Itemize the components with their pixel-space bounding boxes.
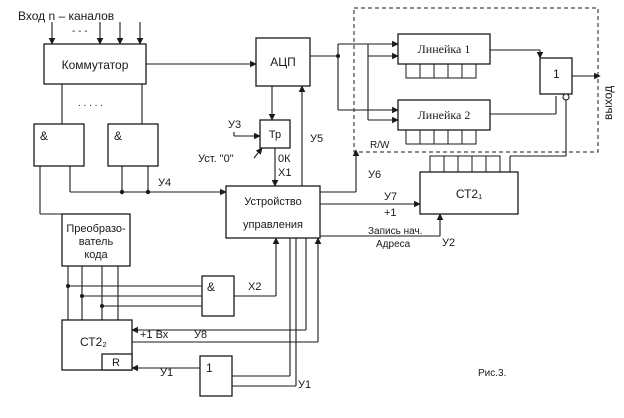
line-2-block: Линейка 2 bbox=[397, 99, 491, 131]
code-converter-block: Преобразо- ватель кода bbox=[61, 213, 131, 267]
commutator-label: Коммутатор bbox=[62, 58, 129, 72]
or-gate-symbol: 1 bbox=[553, 67, 560, 81]
control-line-1: Устройство bbox=[244, 196, 302, 208]
trigger-block: Тр bbox=[259, 119, 291, 149]
and-gate-2: & bbox=[107, 123, 159, 167]
figure-caption: Рис.3. bbox=[478, 368, 506, 379]
and-gate-2-symbol: & bbox=[114, 129, 122, 143]
signal-u1-right: У1 bbox=[298, 379, 311, 391]
signal-plus1: +1 bbox=[384, 207, 397, 219]
signal-u4: У4 bbox=[158, 177, 171, 189]
signal-ust0: Уст. "0" bbox=[198, 153, 234, 165]
signal-u7: У7 bbox=[384, 191, 397, 203]
and-gate-3-symbol: & bbox=[207, 280, 215, 294]
and-gate-3: & bbox=[201, 275, 235, 317]
line-1-address-cells bbox=[405, 63, 477, 79]
and-gate-1-symbol: & bbox=[40, 129, 48, 143]
commutator-dots: . . . . . bbox=[78, 98, 103, 109]
converter-line-2: ватель bbox=[79, 236, 114, 248]
counter-ct21-block: СТ2₁ bbox=[419, 171, 519, 215]
control-unit-block: Устройство управления bbox=[225, 185, 321, 239]
signal-x1: Х1 bbox=[278, 167, 291, 179]
and-gate-1: & bbox=[33, 123, 85, 167]
adc-label: АЦП bbox=[270, 55, 296, 69]
signal-u3: У3 bbox=[228, 119, 241, 131]
trigger-label: Тр bbox=[269, 129, 281, 141]
signal-u8: У8 bbox=[194, 329, 207, 341]
or-gate-bottom-symbol: 1 bbox=[206, 361, 213, 375]
signal-plus1bx: +1 Вх bbox=[140, 329, 169, 341]
ct22-reset-label: R bbox=[112, 357, 120, 369]
signal-zapis: Запись нач. bbox=[368, 226, 422, 237]
commutator-block: Коммутатор bbox=[43, 43, 147, 85]
converter-line-3: кода bbox=[84, 249, 108, 261]
input-dots: - - - bbox=[72, 26, 88, 37]
input-label: Вход n – каналов bbox=[18, 9, 114, 23]
signal-u1-left: У1 bbox=[160, 367, 173, 379]
control-line-2: управления bbox=[243, 219, 303, 231]
signal-u2: У2 bbox=[442, 237, 455, 249]
or-gate: 1 bbox=[539, 57, 573, 101]
or-gate-bottom: 1 bbox=[199, 355, 233, 397]
line-1-label: Линейка 1 bbox=[418, 42, 471, 56]
output-label: выход bbox=[601, 86, 615, 120]
ct22-label: СТ2₂ bbox=[80, 335, 107, 349]
adc-block: АЦП bbox=[255, 37, 311, 87]
memory-region bbox=[353, 7, 599, 153]
line-1-block: Линейка 1 bbox=[397, 33, 491, 65]
line-2-address-cells bbox=[405, 129, 477, 145]
ct21-label: СТ2₁ bbox=[456, 187, 482, 201]
signal-x2: Х2 bbox=[248, 281, 261, 293]
counter-ct22-block: СТ2₂ R bbox=[61, 319, 133, 371]
line-2-label: Линейка 2 bbox=[418, 108, 471, 122]
signal-adresa: Адреса bbox=[376, 239, 411, 250]
converter-line-1: Преобразо- bbox=[66, 223, 126, 235]
signal-u5: У5 bbox=[310, 133, 323, 145]
signal-ok: 0К bbox=[278, 153, 291, 165]
rw-label: R/W bbox=[370, 140, 390, 151]
signal-u6: У6 bbox=[368, 169, 381, 181]
ct21-address-cells bbox=[429, 155, 501, 173]
